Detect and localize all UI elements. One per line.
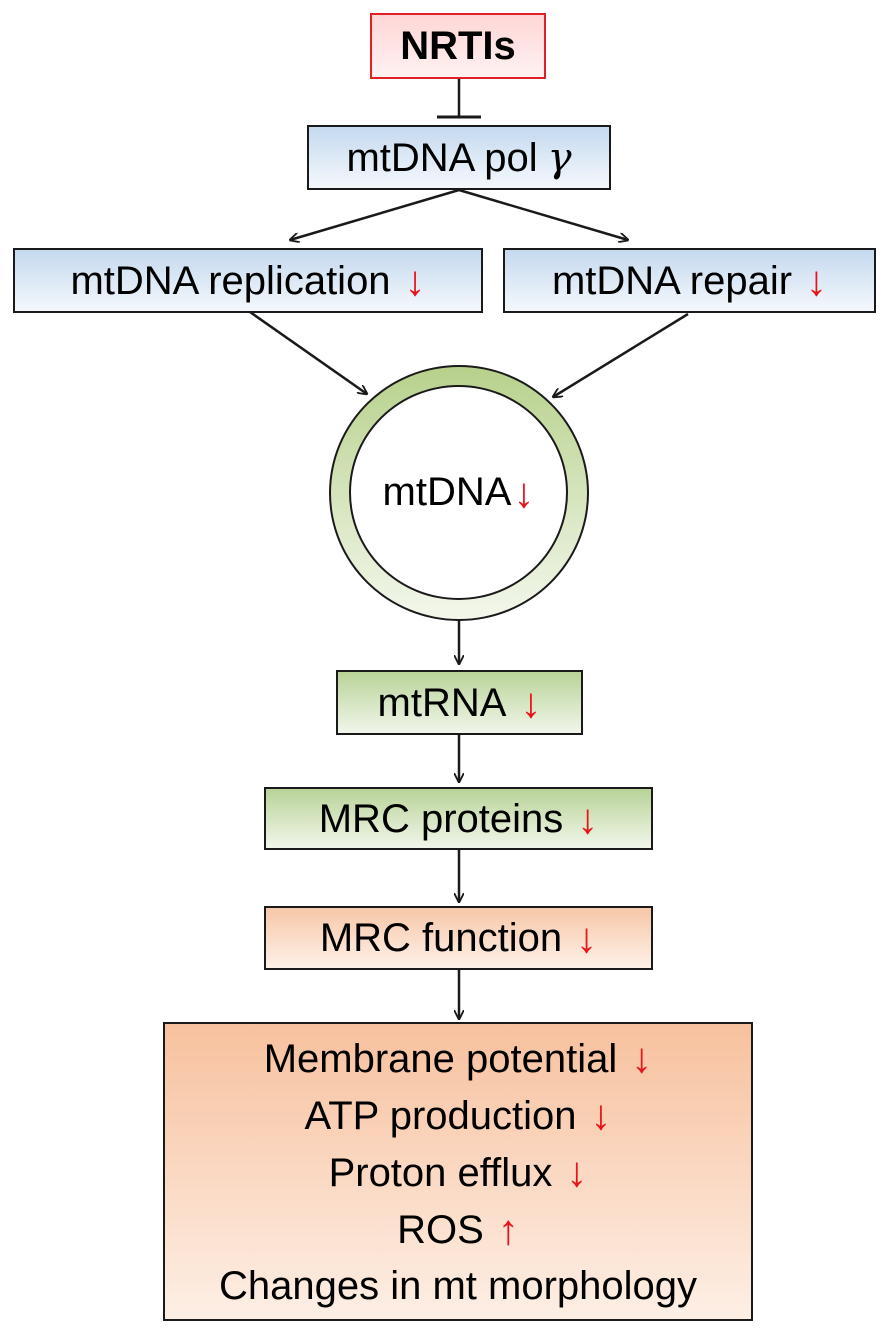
effect-mt-morphology: Changes in mt morphology: [219, 1264, 697, 1308]
down-arrow-icon: ↓: [513, 468, 535, 516]
mrc-proteins-box: MRC proteins ↓: [264, 787, 653, 850]
effect-label: Changes in mt morphology: [218, 1263, 698, 1308]
mtdna-repair-label: mtDNA repair: [551, 258, 793, 303]
down-arrow-icon: ↓: [520, 678, 542, 726]
mtdna-replication-label: mtDNA replication: [70, 258, 391, 303]
mrc-proteins-label: MRC proteins: [318, 796, 564, 841]
mtdna-circle-inner: mtDNA ↓: [349, 385, 568, 600]
effect-label: Proton efflux: [328, 1150, 553, 1195]
effect-membrane-potential: Membrane potential ↓: [264, 1035, 653, 1081]
effect-label: Membrane potential: [263, 1036, 618, 1081]
arrow-pol-to-replication: [290, 188, 460, 240]
down-arrow-icon: ↓: [631, 1034, 653, 1082]
mtdna-replication-box: mtDNA replication ↓: [13, 248, 483, 313]
mtrna-box: mtRNA ↓: [336, 670, 583, 735]
arrow-replication-to-mtdna: [249, 310, 367, 394]
mrc-function-label: MRC function: [319, 916, 563, 960]
mtdna-repair-box: mtDNA repair ↓: [503, 248, 876, 313]
nrtis-box: NRTIs: [370, 13, 546, 79]
effect-proton-efflux: Proton efflux ↓: [329, 1149, 588, 1195]
arrow-pol-to-repair: [458, 188, 628, 240]
effect-label: ATP production: [304, 1093, 577, 1138]
down-arrow-icon: ↓: [566, 1148, 588, 1196]
down-arrow-icon: ↓: [590, 1091, 612, 1139]
up-arrow-icon: ↑: [497, 1205, 519, 1253]
effect-atp-production: ATP production ↓: [304, 1092, 611, 1138]
mtdna-circle: mtDNA ↓: [329, 365, 589, 621]
mtdna-pol-label: mtDNA pol: [346, 135, 538, 180]
gamma-symbol: γ: [547, 134, 572, 181]
effect-label: ROS: [397, 1207, 484, 1252]
arrow-repair-to-mtdna: [553, 312, 689, 397]
mtrna-label: mtRNA: [377, 680, 507, 725]
mtdna-label: mtDNA: [382, 470, 512, 514]
down-arrow-icon: ↓: [577, 794, 599, 842]
nrtis-label: NRTIs: [400, 24, 516, 68]
down-arrow-icon: ↓: [404, 256, 426, 304]
mtdna-pol-box: mtDNA pol γ: [307, 125, 611, 190]
mrc-function-box: MRC function ↓: [264, 906, 653, 970]
effect-ros: ROS ↑: [397, 1205, 519, 1253]
down-arrow-icon: ↓: [576, 914, 598, 961]
inhibition-connector: [437, 78, 481, 119]
down-arrow-icon: ↓: [806, 256, 828, 304]
effects-box: Membrane potential ↓ ATP production ↓ Pr…: [163, 1022, 753, 1321]
